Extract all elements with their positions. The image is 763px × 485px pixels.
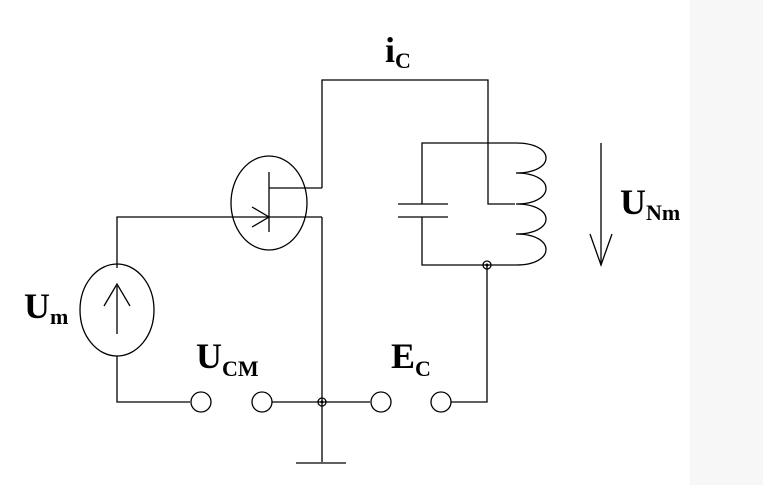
supply-voltage-label: EC <box>391 336 431 381</box>
gate-wire <box>116 216 269 268</box>
output-arrowhead <box>589 233 613 267</box>
ucm-terminal-left <box>190 391 212 413</box>
inductor-coil <box>515 142 547 266</box>
ec-terminal-left <box>370 391 392 413</box>
junction-node <box>317 397 327 407</box>
um-source-arrowhead <box>103 282 131 307</box>
tank-top-wire <box>421 142 516 204</box>
drain-top-wire <box>321 79 515 205</box>
drain-current-label: iC <box>385 30 411 73</box>
bottom-left-wire <box>116 356 190 403</box>
control-voltage-label: UCM <box>196 336 259 381</box>
fet-body <box>230 155 308 251</box>
ucm-terminal-right <box>251 391 273 413</box>
ec-terminal-right <box>430 391 452 413</box>
source-voltage-label: Um <box>24 286 68 329</box>
edge-strip <box>690 0 763 485</box>
tap-node <box>482 260 492 270</box>
output-voltage-label: UNm <box>620 182 680 225</box>
junction-dot <box>320 400 324 404</box>
bottom-right-wire <box>451 265 488 403</box>
tank-bottom-wire <box>421 217 516 266</box>
tap-dot <box>485 263 489 267</box>
